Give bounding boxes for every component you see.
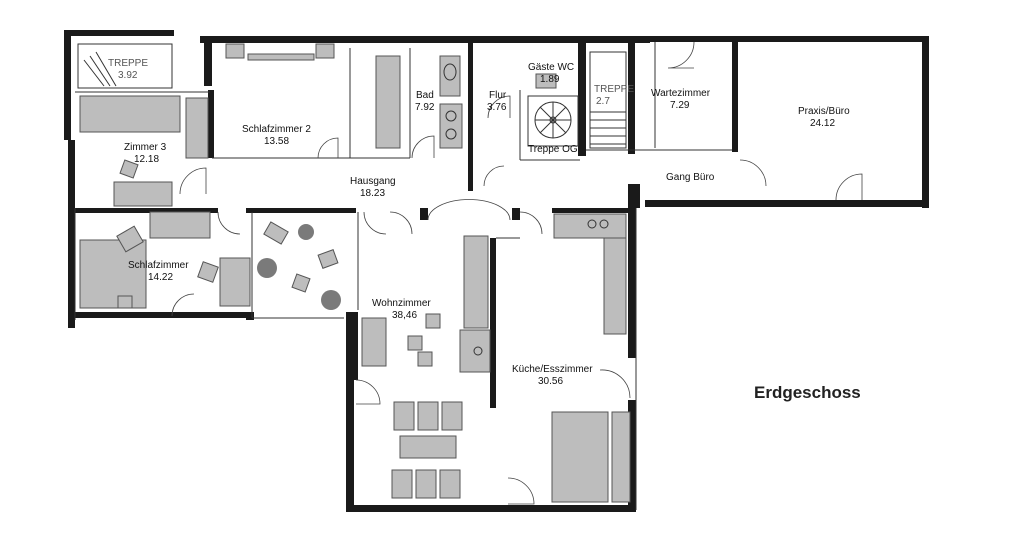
walls <box>64 30 929 512</box>
treppe-og-name: Treppe OG <box>528 144 578 155</box>
furniture <box>79 43 631 503</box>
schlafzimmer-name: Schlafzimmer <box>128 260 189 271</box>
stairs-left <box>77 43 173 89</box>
treppe-2-area: 2.7 <box>596 96 610 107</box>
treppe-1-name: TREPPE <box>108 58 148 69</box>
doors <box>171 41 863 505</box>
schlafzimmer-area: 14.22 <box>148 272 173 283</box>
room-labels: TREPPE 3.92 Schlafzimmer 2 13.58 Bad 7.9… <box>108 58 861 402</box>
gaeste-wc-name: Gäste WC <box>528 62 574 73</box>
praxis-buero-area: 24.12 <box>810 118 835 129</box>
hausgang-name: Hausgang <box>350 176 396 187</box>
partitions <box>74 42 732 510</box>
treppe-2-name: TREPPE <box>594 84 634 95</box>
bad-name: Bad <box>416 90 434 101</box>
bad-area: 7.92 <box>415 102 435 113</box>
kueche-esszimmer-name: Küche/Esszimmer <box>512 364 593 375</box>
treppe-1-area: 3.92 <box>118 70 138 81</box>
schlafzimmer-2-area: 13.58 <box>264 136 289 147</box>
zimmer-3-name: Zimmer 3 <box>124 142 167 153</box>
floor-title: Erdgeschoss <box>754 383 861 402</box>
wartezimmer-area: 7.29 <box>670 100 690 111</box>
wohnzimmer-area: 38,46 <box>392 310 417 321</box>
gaeste-wc-area: 1.89 <box>540 74 560 85</box>
kueche-esszimmer-area: 30.56 <box>538 376 563 387</box>
flur-area: 3.76 <box>487 102 507 113</box>
wartezimmer-name: Wartezimmer <box>651 88 711 99</box>
wohnzimmer-name: Wohnzimmer <box>372 298 431 309</box>
gang-buero-name: Gang Büro <box>666 172 715 183</box>
praxis-buero-name: Praxis/Büro <box>798 106 850 117</box>
schlafzimmer-2-name: Schlafzimmer 2 <box>242 124 311 135</box>
zimmer-3-area: 12.18 <box>134 154 159 165</box>
flur-name: Flur <box>489 90 507 101</box>
spiral-stair <box>527 95 579 147</box>
stairs-right <box>589 51 627 149</box>
hausgang-area: 18.23 <box>360 188 385 199</box>
